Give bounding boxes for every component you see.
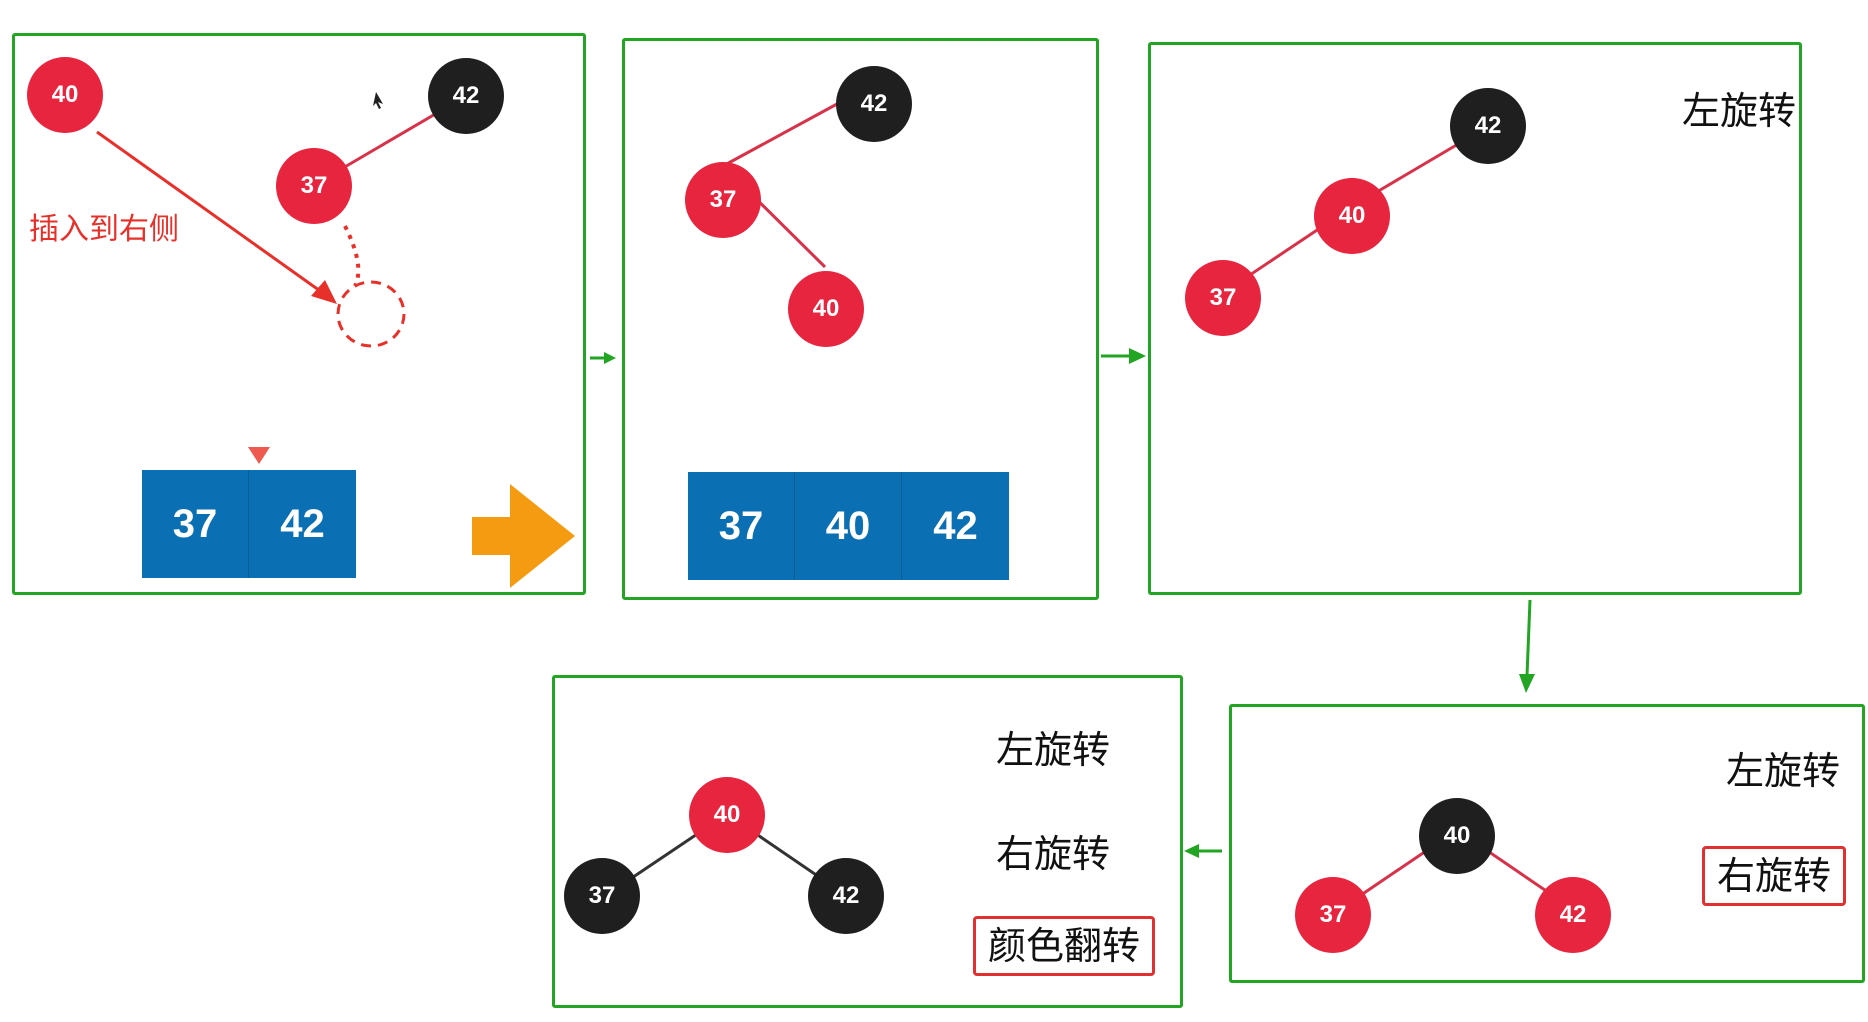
op-left-rotate-label: 左旋转 [1682,89,1797,133]
tree-node: 42 [428,58,504,134]
panel-right-rotate: 40 37 42 左旋转 右旋转 [1229,704,1865,983]
tree-node: 40 [1419,798,1495,874]
array-cell: 42 [280,501,325,546]
panel-color-flip: 40 37 42 左旋转 右旋转 颜色翻转 [552,675,1183,1008]
tree-node: 37 [564,858,640,934]
insert-target-circle [336,280,406,348]
sorted-array: 37 40 42 [688,472,1009,580]
panel-after-insert: 42 37 40 37 40 42 [622,38,1099,600]
tree-node: 40 [689,777,765,853]
tree-node: 42 [1535,877,1611,953]
tree-node: 37 [685,162,761,238]
tree-node: 37 [1185,260,1261,336]
tree-node: 42 [808,858,884,934]
insert-arrow-head [311,280,337,304]
edge-42-37 [722,102,838,168]
flow-arrow-3-to-4 [1519,599,1535,693]
sorted-array: 37 42 [142,470,356,578]
tree-node: 42 [836,66,912,142]
insert-note: 插入到右侧 [29,212,179,247]
next-step-arrow-icon [472,484,575,588]
op-left-rotate-label: 左旋转 [1726,749,1841,793]
array-cell: 40 [795,472,902,580]
array-cell: 37 [142,470,249,578]
op-right-rotate-highlighted: 右旋转 [1702,846,1847,906]
op-right-rotate-label: 右旋转 [996,832,1111,876]
tree-node: 42 [1450,88,1526,164]
array-cell: 37 [688,472,795,580]
flow-arrow-1-to-2 [590,352,616,364]
tree-node: 40 [27,57,103,133]
tree-node: 40 [1314,178,1390,254]
panel-left-rotate: 42 40 37 左旋转 [1148,42,1802,595]
array-cell: 42 [933,503,978,548]
tree-node: 40 [788,271,864,347]
op-left-rotate-label: 左旋转 [996,728,1111,772]
tree-node: 37 [1295,877,1371,953]
cursor-icon [373,92,383,109]
panel-insert-step: 40 42 37 插入到右侧 37 42 [12,33,586,595]
flow-arrow-2-to-3 [1101,348,1146,364]
array-pointer-marker [248,447,270,464]
tree-node: 37 [276,148,352,224]
flow-arrow-4-to-5 [1184,844,1222,858]
insert-arrow-line [96,130,331,300]
op-color-flip-highlighted: 颜色翻转 [973,916,1156,976]
